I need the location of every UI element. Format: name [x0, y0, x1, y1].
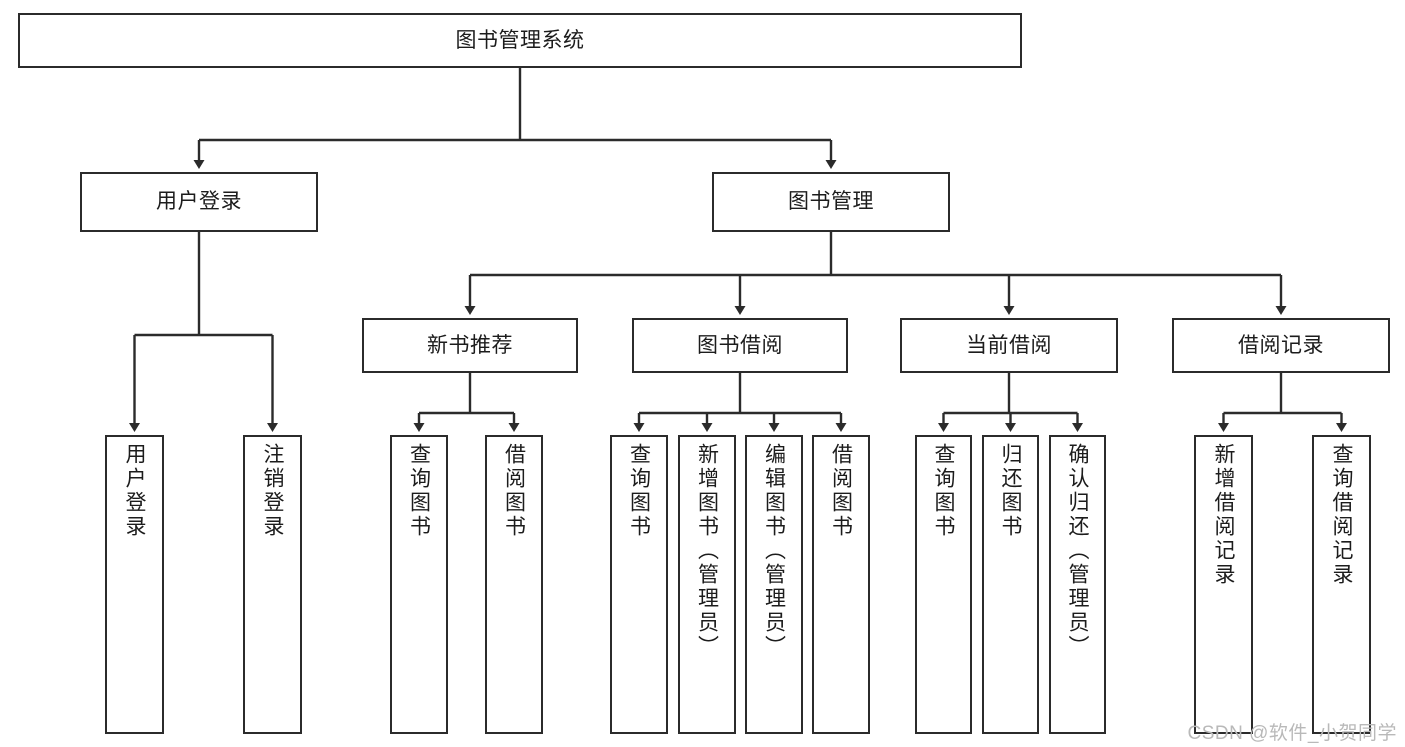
node-edit-book-admin[interactable]: 编辑图书（管理员）	[745, 435, 803, 734]
node-label-borrow-book-1: 借阅图书	[502, 443, 526, 539]
node-book-manage[interactable]: 图书管理	[712, 172, 950, 232]
node-label-query-book-3: 查询图书	[932, 443, 955, 539]
node-add-book-admin[interactable]: 新增图书（管理员）	[678, 435, 736, 734]
node-query-borrow-record[interactable]: 查询借阅记录	[1312, 435, 1371, 734]
node-label-new-book-recommend: 新书推荐	[427, 333, 513, 357]
node-query-book-3[interactable]: 查询图书	[915, 435, 972, 734]
node-label-confirm-return-admin: 确认归还（管理员）	[1066, 443, 1089, 659]
node-borrow-book-2[interactable]: 借阅图书	[812, 435, 870, 734]
node-borrow-record[interactable]: 借阅记录	[1172, 318, 1390, 373]
node-label-root: 图书管理系统	[455, 28, 585, 52]
node-label-user-login: 用户登录	[156, 190, 242, 214]
node-label-add-book-admin: 新增图书（管理员）	[695, 443, 719, 659]
node-label-user-login-do: 用户登录	[123, 443, 146, 539]
node-confirm-return-admin[interactable]: 确认归还（管理员）	[1049, 435, 1106, 734]
node-label-book-manage: 图书管理	[788, 190, 874, 214]
node-label-query-borrow-record: 查询借阅记录	[1330, 443, 1353, 587]
node-borrow-book-1[interactable]: 借阅图书	[485, 435, 543, 734]
node-new-book-recommend[interactable]: 新书推荐	[362, 318, 578, 373]
node-root[interactable]: 图书管理系统	[18, 13, 1022, 68]
node-add-borrow-record[interactable]: 新增借阅记录	[1194, 435, 1253, 734]
node-label-book-borrow: 图书借阅	[697, 333, 783, 357]
node-book-borrow[interactable]: 图书借阅	[632, 318, 848, 373]
node-current-borrow[interactable]: 当前借阅	[900, 318, 1118, 373]
node-return-book[interactable]: 归还图书	[982, 435, 1039, 734]
node-query-book-1[interactable]: 查询图书	[390, 435, 448, 734]
node-label-user-logout: 注销登录	[261, 443, 284, 539]
node-user-login-do[interactable]: 用户登录	[105, 435, 164, 734]
node-label-edit-book-admin: 编辑图书（管理员）	[762, 443, 786, 659]
node-label-borrow-book-2: 借阅图书	[829, 443, 853, 539]
node-label-query-book-1: 查询图书	[407, 443, 431, 539]
node-user-logout[interactable]: 注销登录	[243, 435, 302, 734]
node-label-return-book: 归还图书	[999, 443, 1022, 539]
node-query-book-2[interactable]: 查询图书	[610, 435, 668, 734]
node-label-borrow-record: 借阅记录	[1238, 333, 1324, 357]
node-label-add-borrow-record: 新增借阅记录	[1212, 443, 1235, 587]
node-user-login[interactable]: 用户登录	[80, 172, 318, 232]
node-label-query-book-2: 查询图书	[627, 443, 651, 539]
node-label-current-borrow: 当前借阅	[966, 333, 1052, 357]
